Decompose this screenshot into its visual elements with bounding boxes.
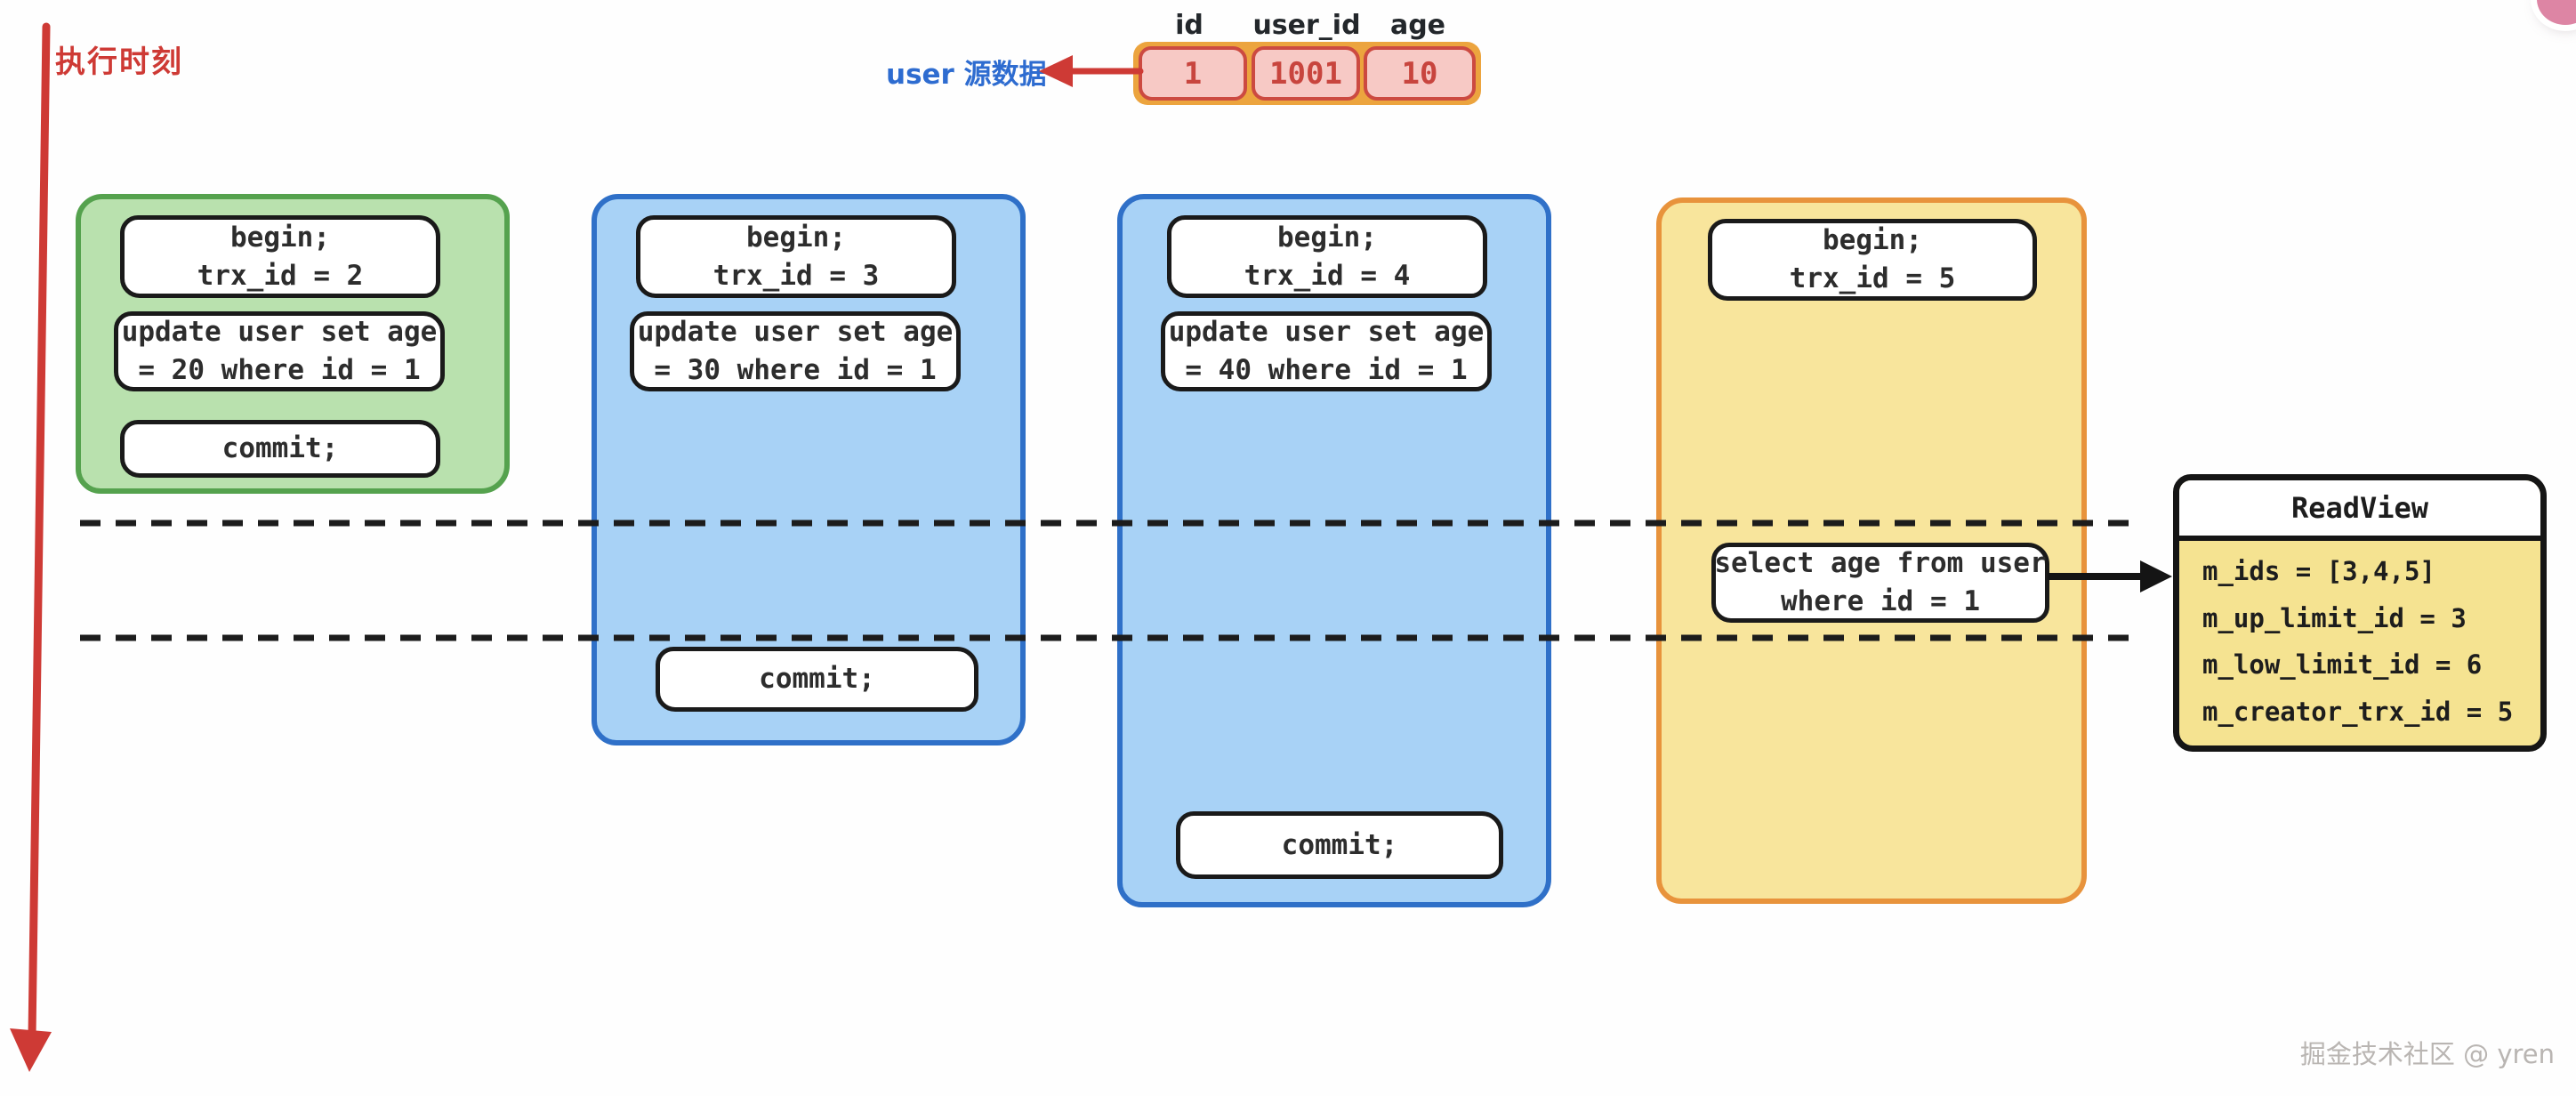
- code-line: commit;: [221, 432, 339, 465]
- readview-field-m-low-limit-id: m_low_limit_id = 6: [2202, 649, 2483, 681]
- column-header-id: id: [1175, 10, 1203, 41]
- code-line: begin;: [1277, 221, 1377, 254]
- code-line: update user set age: [1168, 316, 1485, 349]
- readview-field-m-up-limit-id: m_up_limit_id = 3: [2202, 602, 2467, 633]
- watermark: 掘金技术社区 @ yren: [2299, 1039, 2555, 1069]
- readview-box: ReadView m_ids = [3,4,5] m_up_limit_id =…: [2173, 474, 2547, 752]
- code-line: commit;: [759, 663, 875, 696]
- user-row: 1 1001 10: [1133, 42, 1481, 105]
- trx4-begin-box: begin; trx_id = 4: [1167, 215, 1487, 298]
- code-line: select age from user: [1714, 547, 2047, 580]
- readview-body: m_ids = [3,4,5] m_up_limit_id = 3 m_low_…: [2179, 541, 2540, 745]
- trx2-update-box: update user set age = 20 where id = 1: [114, 311, 445, 391]
- code-line: = 20 where id = 1: [138, 354, 421, 386]
- code-line: begin;: [230, 221, 330, 254]
- trx5-begin-box: begin; trx_id = 5: [1708, 219, 2037, 301]
- cell-id: 1: [1139, 46, 1247, 101]
- code-line: = 40 where id = 1: [1185, 354, 1468, 386]
- code-line: begin;: [1823, 224, 1922, 257]
- code-line: update user set age: [121, 316, 438, 349]
- readview-field-m-creator-trx-id: m_creator_trx_id = 5: [2202, 696, 2514, 727]
- timeline-arrow-icon: [10, 22, 52, 1072]
- code-line: = 30 where id = 1: [654, 354, 937, 386]
- readview-field-m-ids: m_ids = [3,4,5]: [2202, 556, 2435, 587]
- code-line: commit;: [1281, 828, 1398, 861]
- user-source-label: user 源数据: [886, 59, 1047, 91]
- trx4-update-box: update user set age = 40 where id = 1: [1161, 311, 1492, 391]
- user-source-arrow-icon: [1039, 55, 1144, 87]
- trx3-update-box: update user set age = 30 where id = 1: [630, 311, 961, 391]
- column-header-age: age: [1389, 10, 1446, 41]
- timeline-label: 执行时刻: [55, 44, 183, 80]
- trx5-select-box: select age from user where id = 1: [1711, 543, 2049, 623]
- transaction-trx4: begin; trx_id = 4 update user set age = …: [1117, 194, 1551, 907]
- trx4-commit-box: commit;: [1176, 811, 1503, 879]
- code-line: begin;: [746, 221, 846, 254]
- readview-title: ReadView: [2179, 480, 2540, 541]
- transaction-trx2: begin; trx_id = 2 update user set age = …: [76, 194, 510, 494]
- code-line: where id = 1: [1781, 585, 1980, 617]
- trx3-commit-box: commit;: [656, 647, 978, 712]
- cell-user-id: 1001: [1252, 46, 1360, 101]
- code-line: trx_id = 4: [1244, 259, 1411, 292]
- column-header-user-id: user_id: [1252, 10, 1361, 41]
- avatar-badge[interactable]: [2537, 0, 2576, 25]
- code-line: trx_id = 3: [712, 259, 880, 292]
- code-line: update user set age: [637, 316, 954, 349]
- transaction-trx3: begin; trx_id = 3 update user set age = …: [592, 194, 1026, 745]
- code-line: trx_id = 2: [197, 259, 364, 292]
- trx2-commit-box: commit;: [120, 420, 440, 478]
- transaction-trx5: begin; trx_id = 5 select age from user w…: [1656, 197, 2087, 904]
- trx3-begin-box: begin; trx_id = 3: [636, 215, 956, 298]
- trx2-begin-box: begin; trx_id = 2: [120, 215, 440, 298]
- cell-age: 10: [1364, 46, 1476, 101]
- code-line: trx_id = 5: [1789, 262, 1956, 294]
